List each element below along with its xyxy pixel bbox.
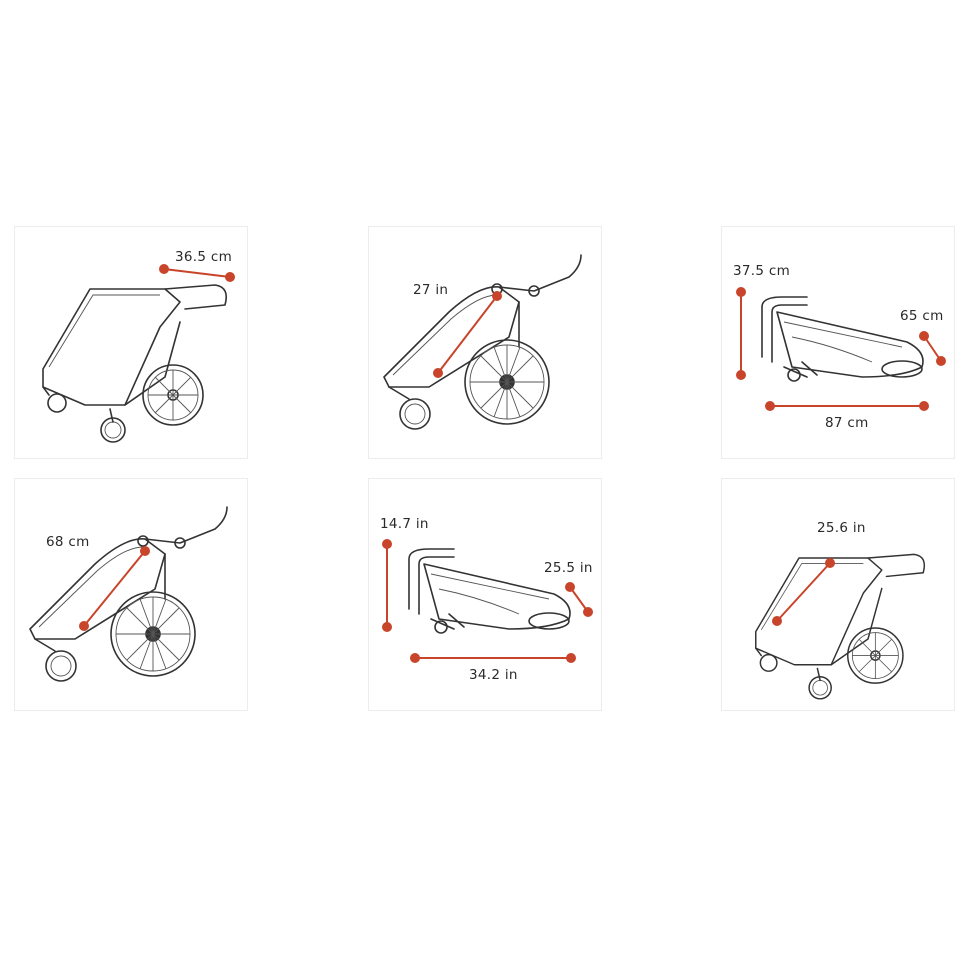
panel-seat-width-in: 25.6 in [721, 478, 955, 711]
dimension-label: 25.6 in [817, 520, 866, 536]
stroller-perspective-drawing [755, 553, 926, 700]
measure-line [437, 295, 498, 374]
length-label: 87 cm [825, 415, 869, 431]
height-label: 14.7 in [380, 516, 429, 532]
measure-dot [772, 616, 782, 626]
measure-line [776, 562, 831, 622]
stroller-side-drawing [383, 254, 582, 430]
measure-dot [936, 356, 946, 366]
stroller-side-drawing [29, 506, 228, 682]
height-label: 37.5 cm [733, 263, 791, 279]
width-label: 65 cm [900, 308, 944, 324]
measure-dot [919, 331, 929, 341]
measure-dot [583, 607, 593, 617]
measure-dot [765, 401, 775, 411]
measure-dot [919, 401, 929, 411]
measure-line-width [923, 335, 942, 362]
measure-dot [736, 370, 746, 380]
measure-dot [565, 582, 575, 592]
measure-dot [225, 272, 235, 282]
panel-seat-height-in: 27 in [368, 226, 602, 459]
dimension-label: 27 in [413, 282, 449, 298]
panel-folded-cm: 37.5 cm 65 cm 87 cm [721, 226, 955, 459]
measure-dot [140, 546, 150, 556]
length-label: 34.2 in [469, 667, 518, 683]
stroller-folded-drawing [736, 287, 946, 411]
panel-seat-height-cm: 68 cm [14, 478, 248, 711]
panel-folded-in: 14.7 in 25.5 in 34.2 in [368, 478, 602, 711]
measure-line-width [569, 586, 589, 613]
dimension-label: 68 cm [46, 534, 90, 550]
measure-dot [382, 539, 392, 549]
stroller-perspective-drawing [42, 264, 235, 443]
dimension-label: 36.5 cm [175, 249, 233, 265]
measure-dot [736, 287, 746, 297]
panel-handlebar-width-cm: 36.5 cm [14, 226, 248, 459]
measure-dot [825, 558, 835, 568]
measure-dot [159, 264, 169, 274]
measure-line [163, 268, 231, 278]
measure-dot [382, 622, 392, 632]
measure-dot [566, 653, 576, 663]
measure-line [83, 550, 146, 627]
measure-dot [433, 368, 443, 378]
measure-dot [492, 291, 502, 301]
width-label: 25.5 in [544, 560, 593, 576]
stroller-folded-drawing [382, 539, 593, 663]
measure-dot [79, 621, 89, 631]
measure-dot [410, 653, 420, 663]
